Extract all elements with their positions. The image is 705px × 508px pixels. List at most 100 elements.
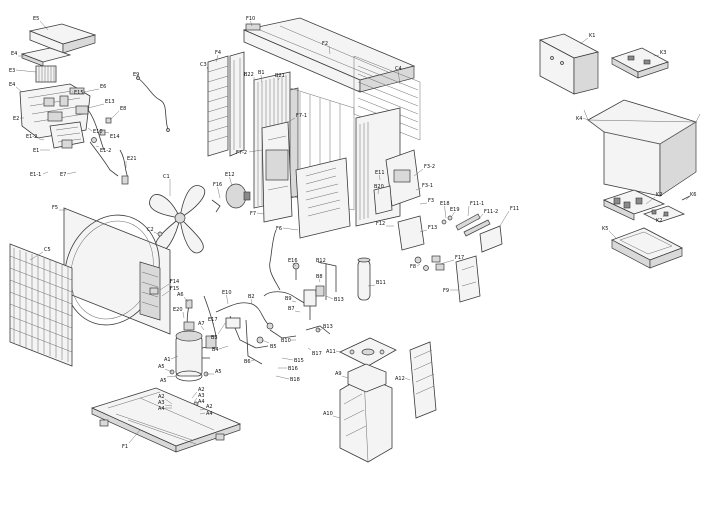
part-label-e12a: E1-2 [26, 134, 37, 140]
part-label-f15: F15 [170, 286, 179, 292]
part-label-b22: B22 [244, 72, 254, 78]
leader-line-e12b [95, 145, 100, 148]
leader-line-b3 [217, 321, 227, 335]
leader-line-a5a [164, 368, 173, 373]
part-label-b17: B17 [312, 351, 322, 357]
wiring-harness [87, 109, 129, 185]
leader-line-e12 [229, 176, 233, 187]
pressure-sensor [292, 262, 300, 280]
part-label-c1: C1 [163, 174, 170, 180]
part-label-a2b: A2 [198, 387, 205, 393]
part-label-k4: K4 [576, 116, 582, 122]
part-label-f7: F7 [250, 211, 256, 217]
part-label-e1: E1 [33, 148, 39, 154]
leader-line-f71 [287, 117, 296, 123]
leader-line-e3 [15, 69, 37, 73]
part-label-e14: E14 [110, 134, 120, 140]
leader-line-k4 [582, 117, 589, 121]
leader-line-b2 [250, 298, 253, 305]
leader-line-f4 [215, 54, 219, 63]
part-label-b12: B12 [316, 258, 326, 264]
part-label-f10: F10 [246, 16, 255, 22]
leader-line-c2 [153, 231, 159, 235]
part-label-a7: A7 [198, 321, 205, 327]
leader-line-f2 [328, 45, 331, 55]
part-label-f32: F3-2 [424, 164, 435, 170]
part-label-e20: E20 [173, 307, 183, 313]
leader-line-a2c [199, 408, 206, 411]
leader-line-e9 [135, 76, 139, 79]
leader-line-e13 [87, 103, 105, 109]
leader-line-k6 [685, 196, 690, 201]
leader-line-f112 [477, 213, 484, 221]
leader-line-e11 [379, 174, 381, 181]
leader-line-f1 [128, 429, 141, 444]
leader-line-e11a [42, 171, 49, 175]
temperature-sensor-cable [136, 76, 170, 132]
leader-line-b11 [367, 284, 376, 287]
part-label-e3: E3 [9, 68, 15, 74]
fan-blade [149, 185, 206, 254]
part-label-a12: A12 [395, 376, 405, 382]
motor-bracket [261, 121, 293, 223]
part-label-a3a: A3 [158, 400, 165, 406]
control-box-cover [385, 149, 421, 207]
part-label-f71: F7-1 [296, 113, 307, 119]
part-label-b13b: B13 [323, 324, 333, 330]
part-label-e8: E8 [120, 106, 126, 112]
leader-line-f17 [439, 259, 455, 265]
jacket-top [339, 337, 397, 367]
part-label-k6: K6 [690, 192, 696, 198]
leader-line-f72 [248, 149, 263, 153]
leader-line-f14 [159, 283, 170, 291]
leader-line-k5 [608, 230, 617, 239]
left-side-grille [207, 55, 229, 157]
leader-line-b1 [260, 74, 263, 83]
leader-line-k3 [653, 54, 660, 57]
valve-cover [397, 215, 425, 251]
leader-line-b7 [294, 310, 301, 313]
part-label-k2b: K2 [656, 218, 662, 224]
part-label-e4b: E4 [9, 82, 15, 88]
fan-motor-wire [269, 229, 281, 291]
part-label-a6: A6 [177, 292, 184, 298]
part-label-b18: B18 [290, 377, 300, 383]
leader-line-e16 [292, 262, 297, 267]
leader-line-a10 [332, 415, 341, 419]
part-label-f31: F3-1 [422, 183, 433, 189]
expansion-valve [303, 289, 317, 320]
part-label-b6: B6 [244, 359, 251, 365]
four-way-valve [225, 317, 241, 329]
leader-line-e10 [87, 127, 93, 132]
leader-line-b17 [307, 347, 312, 351]
compressor-terminal-cover [205, 335, 217, 349]
pipe-assembly-right [305, 261, 337, 335]
part-label-b4: B4 [212, 347, 219, 353]
leader-line-a1 [170, 355, 179, 360]
motor-clip [211, 199, 221, 213]
part-label-b1: B1 [258, 70, 265, 76]
leader-line-f3 [419, 202, 428, 205]
part-label-f4: F4 [215, 50, 221, 56]
part-label-a4b: A4 [198, 399, 205, 405]
part-label-f11: F11 [510, 206, 519, 212]
accumulator [357, 257, 371, 301]
part-label-b20: B20 [374, 184, 384, 190]
part-label-b13: B13 [334, 297, 344, 303]
leader-line-c5 [29, 251, 44, 261]
package-box-k4 [583, 99, 701, 197]
part-label-e5: E5 [33, 16, 39, 22]
leader-line-a6 [183, 296, 189, 303]
part-label-b7: B7 [288, 306, 295, 312]
part-label-f112: F11-2 [484, 209, 498, 215]
leader-line-c3 [206, 66, 209, 71]
leader-line-b4 [218, 345, 229, 350]
capacitor [183, 321, 195, 331]
part-label-f8: F8 [410, 264, 416, 270]
leader-line-a11 [335, 350, 341, 353]
part-label-f14: F14 [170, 279, 179, 285]
part-label-f9: F9 [443, 288, 449, 294]
part-label-e10b: E10 [222, 290, 232, 296]
